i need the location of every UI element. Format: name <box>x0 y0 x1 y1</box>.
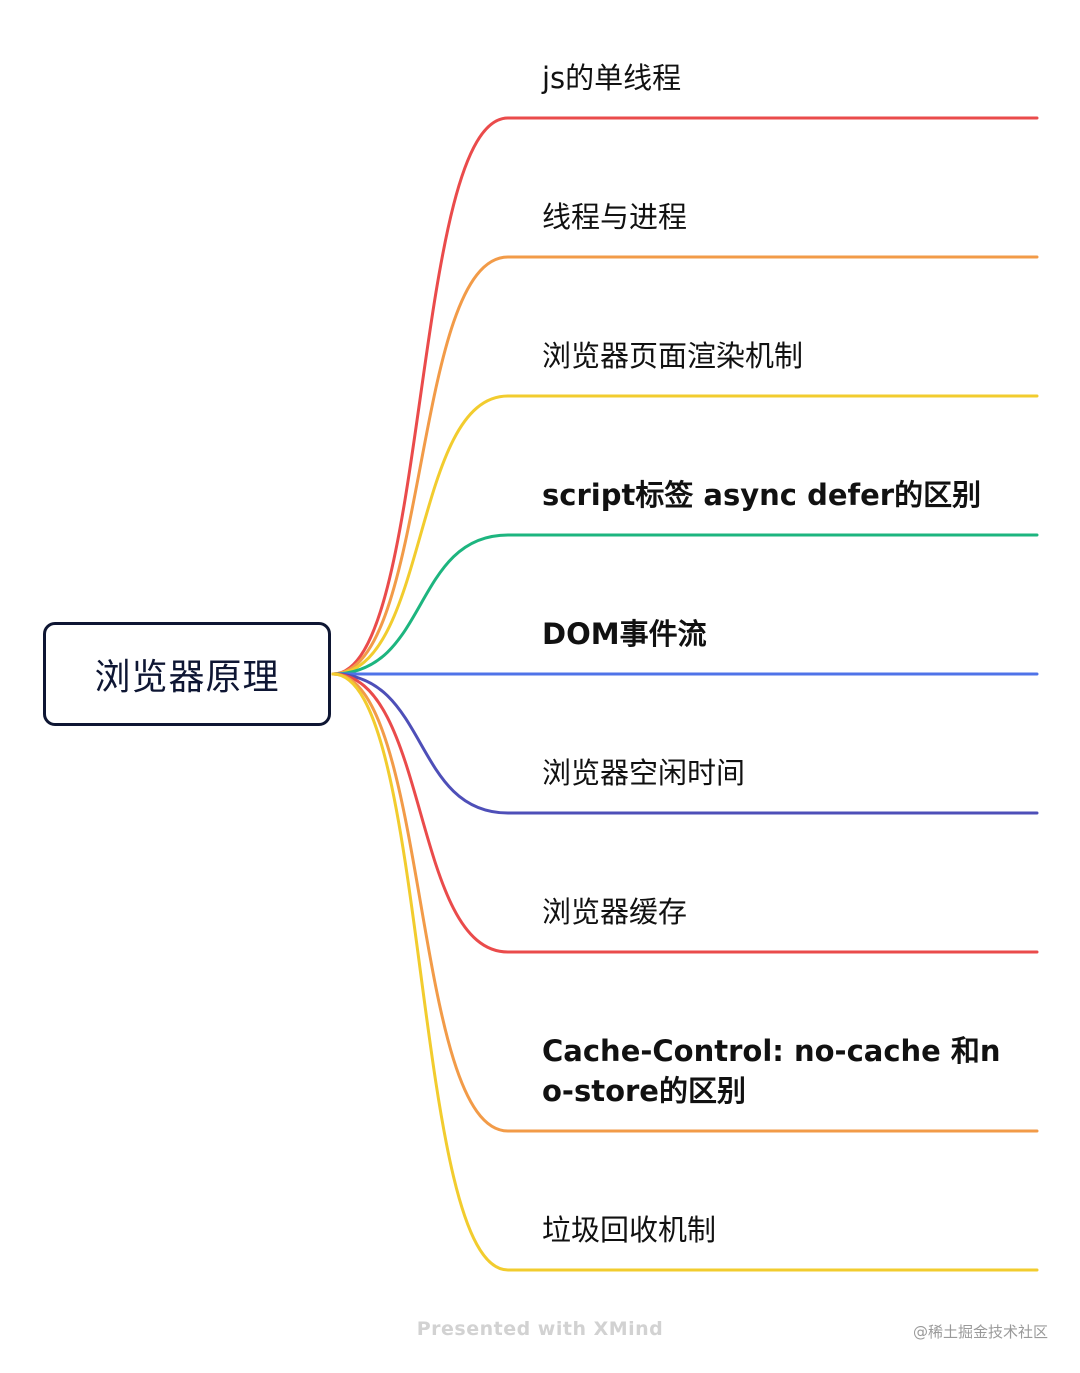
branch-label[interactable]: Cache-Control: no-cache 和no-store的区别 <box>542 1034 1001 1108</box>
branch-connector <box>331 533 1039 676</box>
branch-connector <box>331 672 1039 1272</box>
root-node[interactable]: 浏览器原理 <box>43 622 331 726</box>
branch-label[interactable]: DOM事件流 <box>542 617 707 651</box>
branch-connector <box>331 116 1039 676</box>
branch-connector <box>331 255 1039 676</box>
branch-label[interactable]: 浏览器缓存 <box>542 895 688 929</box>
branch-connector <box>331 394 1039 676</box>
branch-label[interactable]: 浏览器页面渲染机制 <box>542 339 804 373</box>
branch-connector <box>331 672 1039 954</box>
branch-label[interactable]: 线程与进程 <box>542 200 688 234</box>
branch-label[interactable]: 垃圾回收机制 <box>542 1213 717 1247</box>
footer-credit: Presented with XMind <box>416 1318 664 1340</box>
branch-label[interactable]: js的单线程 <box>542 61 682 95</box>
watermark: @稀土掘金技术社区 <box>912 1323 1048 1341</box>
branch-label[interactable]: 浏览器空闲时间 <box>542 756 746 790</box>
branch-connector <box>331 672 1039 815</box>
branch-connector <box>331 672 1039 1133</box>
branch-label[interactable]: script标签 async defer的区别 <box>542 478 982 512</box>
root-node-label: 浏览器原理 <box>94 657 280 698</box>
